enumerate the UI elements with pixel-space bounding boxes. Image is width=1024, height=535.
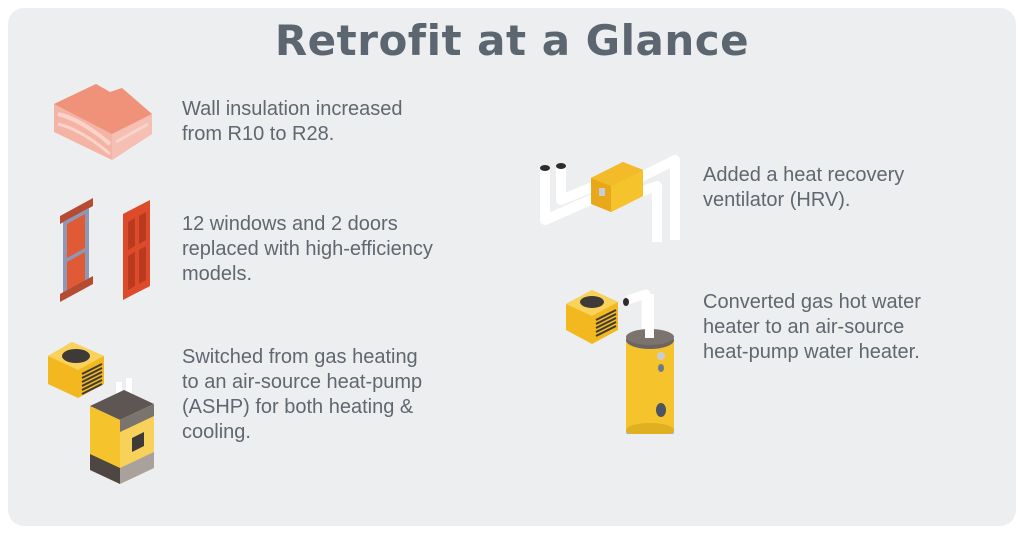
hrv-text: Added a heat recovery ventilator (HRV). (703, 164, 905, 211)
windows-doors-text: 12 windows and 2 doors replaced with hig… (182, 213, 433, 285)
ashp-text: Switched from gas heating to an air-sour… (182, 346, 423, 443)
heat-pump-furnace-icon (48, 342, 154, 484)
hrv-ventilator-icon (540, 155, 680, 242)
heat-pump-water-heater-icon (566, 289, 674, 434)
insulation-text: Wall insulation increased from R10 to R2… (182, 98, 403, 145)
page-title: Retrofit at a Glance (274, 16, 750, 65)
window-door-icon (60, 198, 150, 302)
water-heater-text: Converted gas hot water heater to an air… (703, 291, 921, 363)
infographic-card (8, 8, 1016, 526)
wall-insulation-icon (54, 84, 152, 160)
